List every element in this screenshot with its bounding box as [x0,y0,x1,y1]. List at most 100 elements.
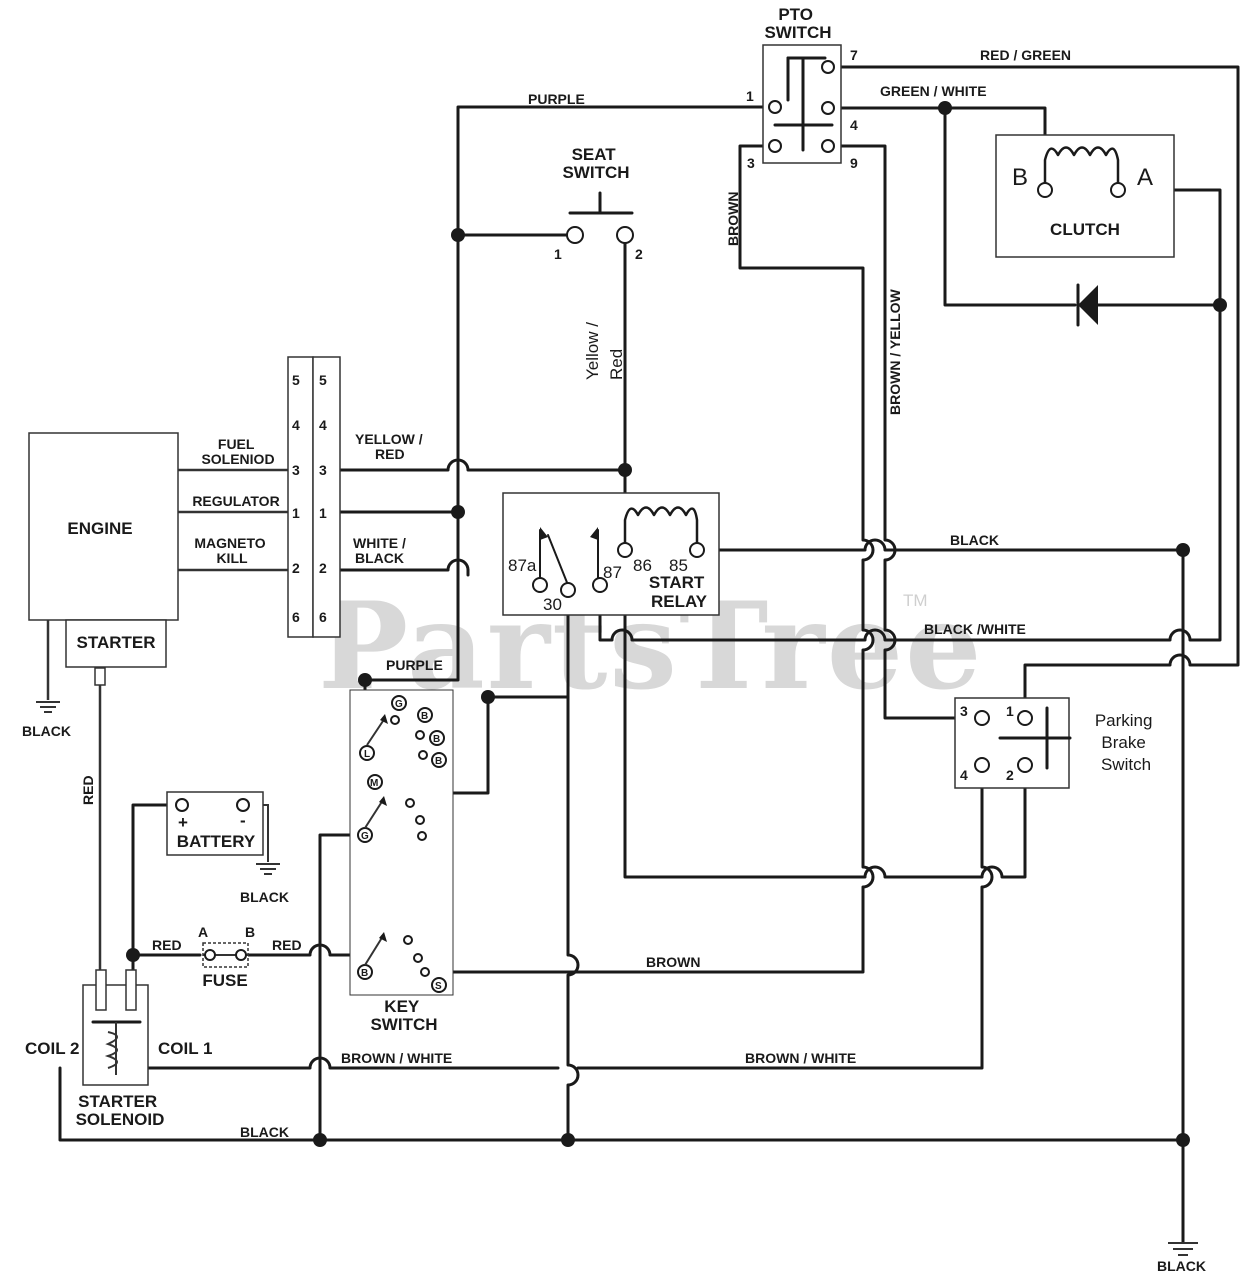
label-green-white: GREEN / WHITE [880,83,987,99]
pto-switch-label: PTO SWITCH [764,5,831,42]
seat-pin-2: 2 [635,246,643,262]
key-terminal: B [435,756,442,767]
label-red-green: RED / GREEN [980,47,1071,63]
label-black-ground: BLACK [1157,1258,1206,1274]
wire-white-black [338,558,470,572]
wire-30-down [566,695,580,1142]
key-terminal: G [361,831,369,842]
starter-label: STARTER [76,633,155,652]
label-white-black: WHITE / BLACK [353,535,410,566]
fuse-a: A [198,924,208,940]
key-terminal: G [395,699,403,710]
brake-pin-2: 2 [1006,767,1014,783]
pto-pin-7: 7 [850,47,858,63]
pto-pin-4: 4 [850,117,858,133]
brake-pin-1: 1 [1006,703,1014,719]
parking-brake-switch: 3 1 4 2 [954,697,1072,789]
coil1-label: COIL 1 [158,1039,212,1058]
parking-brake-label: Parking Brake Switch [1095,711,1157,774]
connector-left-pin: 3 [292,462,300,478]
seat-switch-label: SEAT SWITCH [562,145,629,182]
relay-pin-87a: 87a [508,556,537,575]
key-terminal: B [433,734,440,745]
ground-battery [256,863,280,875]
battery-plus: + [178,813,188,832]
battery-label: BATTERY [177,832,256,851]
label-yellow-red-connector: YELLOW / RED [355,431,427,462]
label-brown-white-left: BROWN / WHITE [341,1050,452,1066]
fuse-b: B [245,924,255,940]
clutch-label: CLUTCH [1050,220,1120,239]
label-yellow-red-vertical: Yellow / Red [583,317,626,380]
wire-86-loop [623,588,1027,879]
connector-left-pin: 5 [292,372,300,388]
label-red-starter: RED [80,775,96,805]
key-switch-label: KEY SWITCH [370,997,437,1034]
label-red-fuse-left: RED [152,937,182,953]
label-black-white: BLACK /WHITE [924,621,1026,637]
junction-dots [126,101,1227,1147]
wire-brown-yellow [826,144,984,720]
pto-pin-1: 1 [746,88,754,104]
label-brown-white-right: BROWN / WHITE [745,1050,856,1066]
battery-minus: - [240,811,246,830]
relay-pin-85: 85 [669,556,688,575]
pto-switch: 1 7 4 3 9 [746,44,858,171]
fuse: A B FUSE [198,924,255,990]
wire-yellow-red [338,458,627,552]
magneto-kill-label: MAGNETO KILL [194,535,269,566]
label-brown-key: BROWN [646,954,700,970]
clutch-a-label: A [1137,164,1153,191]
label-purple-key: PURPLE [386,657,443,673]
label-black-battery: BLACK [240,889,289,905]
key-terminal: L [364,749,370,760]
connector-left-pin: 1 [292,505,300,521]
key-terminal: B [421,711,428,722]
wire-black-relay [695,538,1185,552]
coil2-label: COIL 2 [25,1039,79,1058]
wire-green-white-diode [943,106,1077,307]
label-brown-yellow: BROWN / YELLOW [887,288,903,415]
connector-left-pin: 6 [292,609,300,625]
relay-pin-30: 30 [543,595,562,614]
connector-left-pin: 4 [292,417,300,433]
key-terminal: M [370,778,378,789]
connector-right-pin: 4 [319,417,327,433]
label-black-bottom: BLACK [240,1124,289,1140]
connector-right-pin: 1 [319,505,327,521]
wire-red-green [826,65,1240,720]
clutch: CLUTCH B A [995,134,1175,258]
engine: ENGINE STARTER [28,432,179,686]
key-terminal: B [361,968,368,979]
brake-pin-3: 3 [960,703,968,719]
label-brown-pto: BROWN [725,192,741,246]
wire-brown-pto [423,144,875,974]
connector-right-pin: 5 [319,372,327,388]
start-relay-label: START RELAY [649,573,709,611]
seat-switch: 1 2 [554,191,643,262]
wire-battery-plus [131,803,184,977]
pto-pin-9: 9 [850,155,858,171]
label-red-fuse-right: RED [272,937,302,953]
label-black-engine: BLACK [22,723,71,739]
wire-brown-white-right [576,770,994,1070]
relay-pin-87: 87 [603,563,622,582]
connector-right-pin: 3 [319,462,327,478]
start-relay: 87a 30 87 86 85 START RELAY [502,492,720,616]
wire-red-fuse-right [246,943,367,957]
relay-pin-86: 86 [633,556,652,575]
brake-pin-4: 4 [960,767,968,783]
label-purple-top: PURPLE [528,91,585,107]
fuse-label: FUSE [202,971,247,990]
regulator-label: REGULATOR [192,493,279,509]
watermark-tm: TM [903,591,928,610]
seat-pin-1: 1 [554,246,562,262]
wire-black-bottom [58,1066,1185,1142]
pto-pin-3: 3 [747,155,755,171]
connector-left-pin: 2 [292,560,300,576]
label-black-relay: BLACK [950,532,999,548]
ground-engine [36,701,60,713]
connector-right-pin: 6 [319,609,327,625]
connector-right-pin: 2 [319,560,327,576]
engine-label: ENGINE [67,519,132,538]
